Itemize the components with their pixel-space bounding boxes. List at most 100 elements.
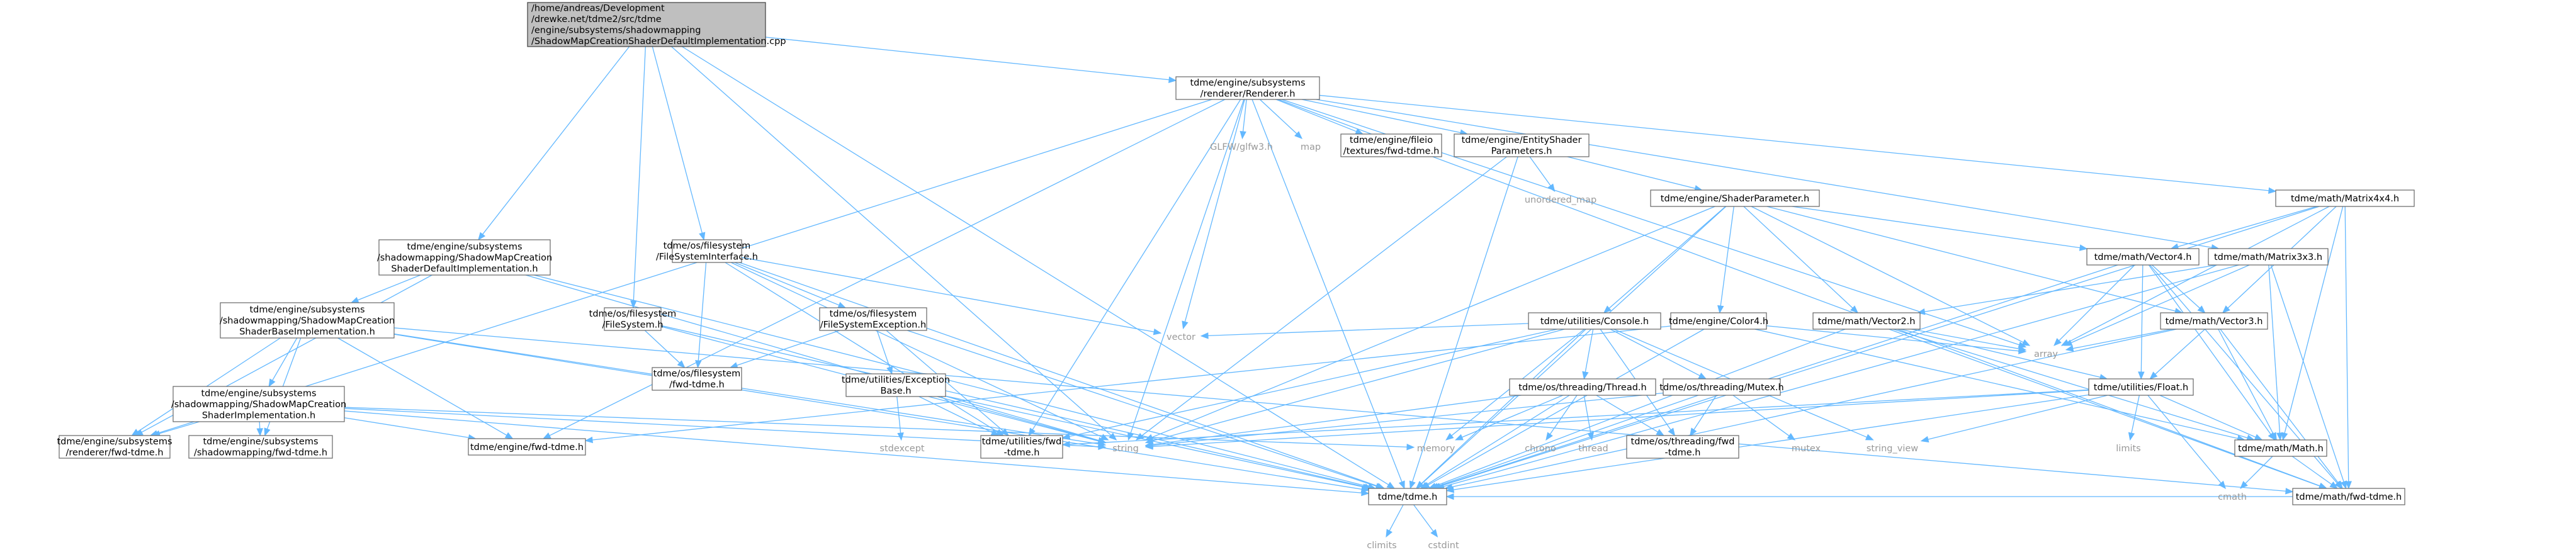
node-climits: climits — [1367, 541, 1396, 551]
edge-exbase-to-tdme_h — [945, 395, 1364, 488]
node-box — [2086, 248, 2200, 266]
node-fsi[interactable]: tdme/os/filesystem/FileSystemInterface.h — [656, 239, 758, 263]
arrowhead-smcsi-to-tdme_h — [1361, 489, 1370, 497]
node-tdme-h[interactable]: tdme/tdme.h — [1368, 488, 1447, 505]
edge-v2-to-array — [1911, 329, 2020, 349]
node-m33[interactable]: tdme/math/Matrix3x3.h — [2208, 248, 2329, 266]
edge-float_h-to-utilities_fwd — [1069, 389, 2089, 445]
edge-mutex_h-to-tdme_h — [1437, 395, 1698, 487]
edge-shaderparam-to-color4 — [1720, 206, 1734, 307]
node-label-line: tdme/os/filesystem — [653, 369, 741, 379]
arrowhead-m33-to-math_h — [2276, 432, 2283, 441]
arrowhead-console-to-memory — [1445, 432, 1454, 441]
node-v3[interactable]: tdme/math/Vector3.h — [2160, 312, 2268, 330]
node-label-line: tdme/math/Vector4.h — [2094, 252, 2192, 262]
node-root[interactable]: /home/andreas/Development/drewke.net/tdm… — [527, 2, 786, 47]
arrowhead-root-to-smcsdi_h — [478, 232, 486, 241]
arrowhead-fs-to-fs_fwd — [677, 360, 686, 368]
node-label-line: vector — [1167, 332, 1195, 342]
node-label-line: stdexcept — [879, 444, 925, 454]
arrowhead-m44-to-math_fwd — [2345, 481, 2352, 490]
node-sm-fwd[interactable]: tdme/engine/subsystems/shadowmapping/fwd… — [188, 435, 333, 459]
arrowhead-root-to-string — [1109, 432, 1117, 441]
node-threading-fwd[interactable]: tdme/os/threading/fwd-tdme.h — [1626, 435, 1739, 459]
arrowhead-renderer-to-m44 — [2268, 187, 2277, 194]
node-engine-fwd[interactable]: tdme/engine/fwd-tdme.h — [468, 438, 586, 456]
edge-smcsbi-to-string — [393, 333, 1099, 444]
edge-thread_h-to-thread — [1583, 395, 1591, 434]
edge-v4-to-math_h — [2148, 264, 2271, 435]
node-utilities-fwd[interactable]: tdme/utilities/fwd-tdme.h — [980, 435, 1063, 459]
edge-smcsi-to-tdme_h — [344, 410, 1362, 493]
edge-shaderparam-to-console — [1608, 206, 1726, 309]
node-smcsi[interactable]: tdme/engine/subsystems/shadowmapping/Sha… — [171, 386, 346, 422]
node-console[interactable]: tdme/utilities/Console.h — [1528, 312, 1661, 330]
node-renderer-fwd[interactable]: tdme/engine/subsystems/renderer/fwd-tdme… — [57, 435, 172, 459]
edge-esp-to-string — [1141, 156, 1507, 436]
node-v2[interactable]: tdme/math/Vector2.h — [1812, 312, 1921, 330]
arrowhead-console-to-mutex_h — [1698, 373, 1707, 380]
edge-color4-to-tdme_h — [1428, 329, 1705, 486]
arrowhead-renderer-to-tdme_h — [1398, 480, 1405, 490]
edge-v2-to-math_fwd — [1889, 329, 2320, 487]
node-smcsdi-h[interactable]: tdme/engine/subsystems/shadowmapping/Sha… — [377, 239, 552, 276]
arrowhead-v3-to-math_h — [2270, 432, 2277, 441]
arrowhead-console-to-tdme_h — [1415, 481, 1424, 489]
edge-v2-to-math_h — [1893, 329, 2248, 439]
node-mutex-h[interactable]: tdme/os/threading/Mutex.h — [1659, 378, 1784, 396]
node-unordered-map: unordered_map — [1525, 195, 1596, 205]
node-math-fwd[interactable]: tdme/math/fwd-tdme.h — [2292, 488, 2405, 505]
node-fs[interactable]: tdme/os/filesystem/FileSystem.h — [589, 307, 677, 331]
edge-shaderparam-to-v2 — [1743, 206, 1853, 308]
node-box — [2088, 378, 2194, 396]
node-label-line: /renderer/Renderer.h — [1200, 89, 1296, 99]
node-label-line: ShaderImplementation.h — [202, 410, 315, 420]
node-shaderparam[interactable]: tdme/engine/ShaderParameter.h — [1650, 189, 1820, 207]
edge-v3-to-math_fwd — [2220, 329, 2339, 483]
node-label-line: /textures/fwd-tdme.h — [1343, 147, 1440, 157]
node-label-line: tdme/os/threading/Thread.h — [1518, 383, 1646, 393]
edge-math_h-to-cmath — [2245, 456, 2273, 484]
node-m44[interactable]: tdme/math/Matrix4x4.h — [2275, 189, 2415, 207]
node-box — [1175, 76, 1320, 100]
node-v4[interactable]: tdme/math/Vector4.h — [2086, 248, 2200, 266]
arrowhead-fsi-to-fse — [837, 301, 847, 308]
edge-float_h-to-string_view — [1928, 395, 2108, 440]
edge-smcsdi_h-to-string — [525, 274, 1099, 441]
node-label-line: tdme/engine/fileio — [1350, 135, 1433, 145]
arrowhead-esp-to-unordered_map — [1547, 183, 1556, 193]
edge-m44-to-math_fwd — [2344, 206, 2349, 482]
node-fs-fwd[interactable]: tdme/os/filesystem/fwd-tdme.h — [652, 367, 742, 391]
arrowhead-smcsdi_h-to-smcsbi — [350, 296, 359, 303]
node-math-h[interactable]: tdme/math/Math.h — [2234, 439, 2327, 457]
arrowhead-float_h-to-tdme_h — [1445, 486, 1455, 493]
edge-esp-to-tdme_h — [1411, 156, 1518, 482]
arrowhead-renderer-to-engine_fwd — [542, 432, 551, 439]
node-color4[interactable]: tdme/engine/Color4.h — [1669, 312, 1768, 330]
node-fileio-fwd[interactable]: tdme/engine/fileio/textures/fwd-tdme.h — [1340, 133, 1442, 157]
arrowhead-smcsbi-to-math_fwd — [2285, 488, 2294, 495]
node-fse[interactable]: tdme/os/filesystem/FileSystemException.h — [819, 307, 927, 331]
node-label-line: /shadowmapping/ShadowMapCreation — [220, 316, 395, 326]
node-smcsbi[interactable]: tdme/engine/subsystems/shadowmapping/Sha… — [220, 302, 395, 339]
edge-smcsi-to-memory — [344, 407, 1408, 447]
edge-m44-to-math_h — [2284, 206, 2344, 434]
node-renderer[interactable]: tdme/engine/subsystems/renderer/Renderer… — [1175, 76, 1320, 100]
node-map: map — [1301, 142, 1321, 152]
node-float-h[interactable]: tdme/utilities/Float.h — [2088, 378, 2194, 396]
node-box — [220, 302, 395, 339]
arrowhead-console-to-vector — [1200, 332, 1209, 339]
edge-mutex_h-to-threading_fwd — [1693, 395, 1717, 430]
node-thread-h[interactable]: tdme/os/threading/Thread.h — [1509, 378, 1656, 396]
arrowhead-root-to-renderer — [1168, 76, 1177, 83]
edge-smcsbi-to-math_fwd — [393, 327, 2286, 492]
node-box — [672, 239, 742, 263]
node-label-line: /FileSystem.h — [602, 320, 663, 330]
node-label-line: mutex — [1792, 444, 1821, 454]
edge-float_h-to-string — [1152, 390, 2089, 447]
edge-renderer-to-esp — [1301, 99, 1461, 133]
node-box — [1340, 133, 1442, 157]
